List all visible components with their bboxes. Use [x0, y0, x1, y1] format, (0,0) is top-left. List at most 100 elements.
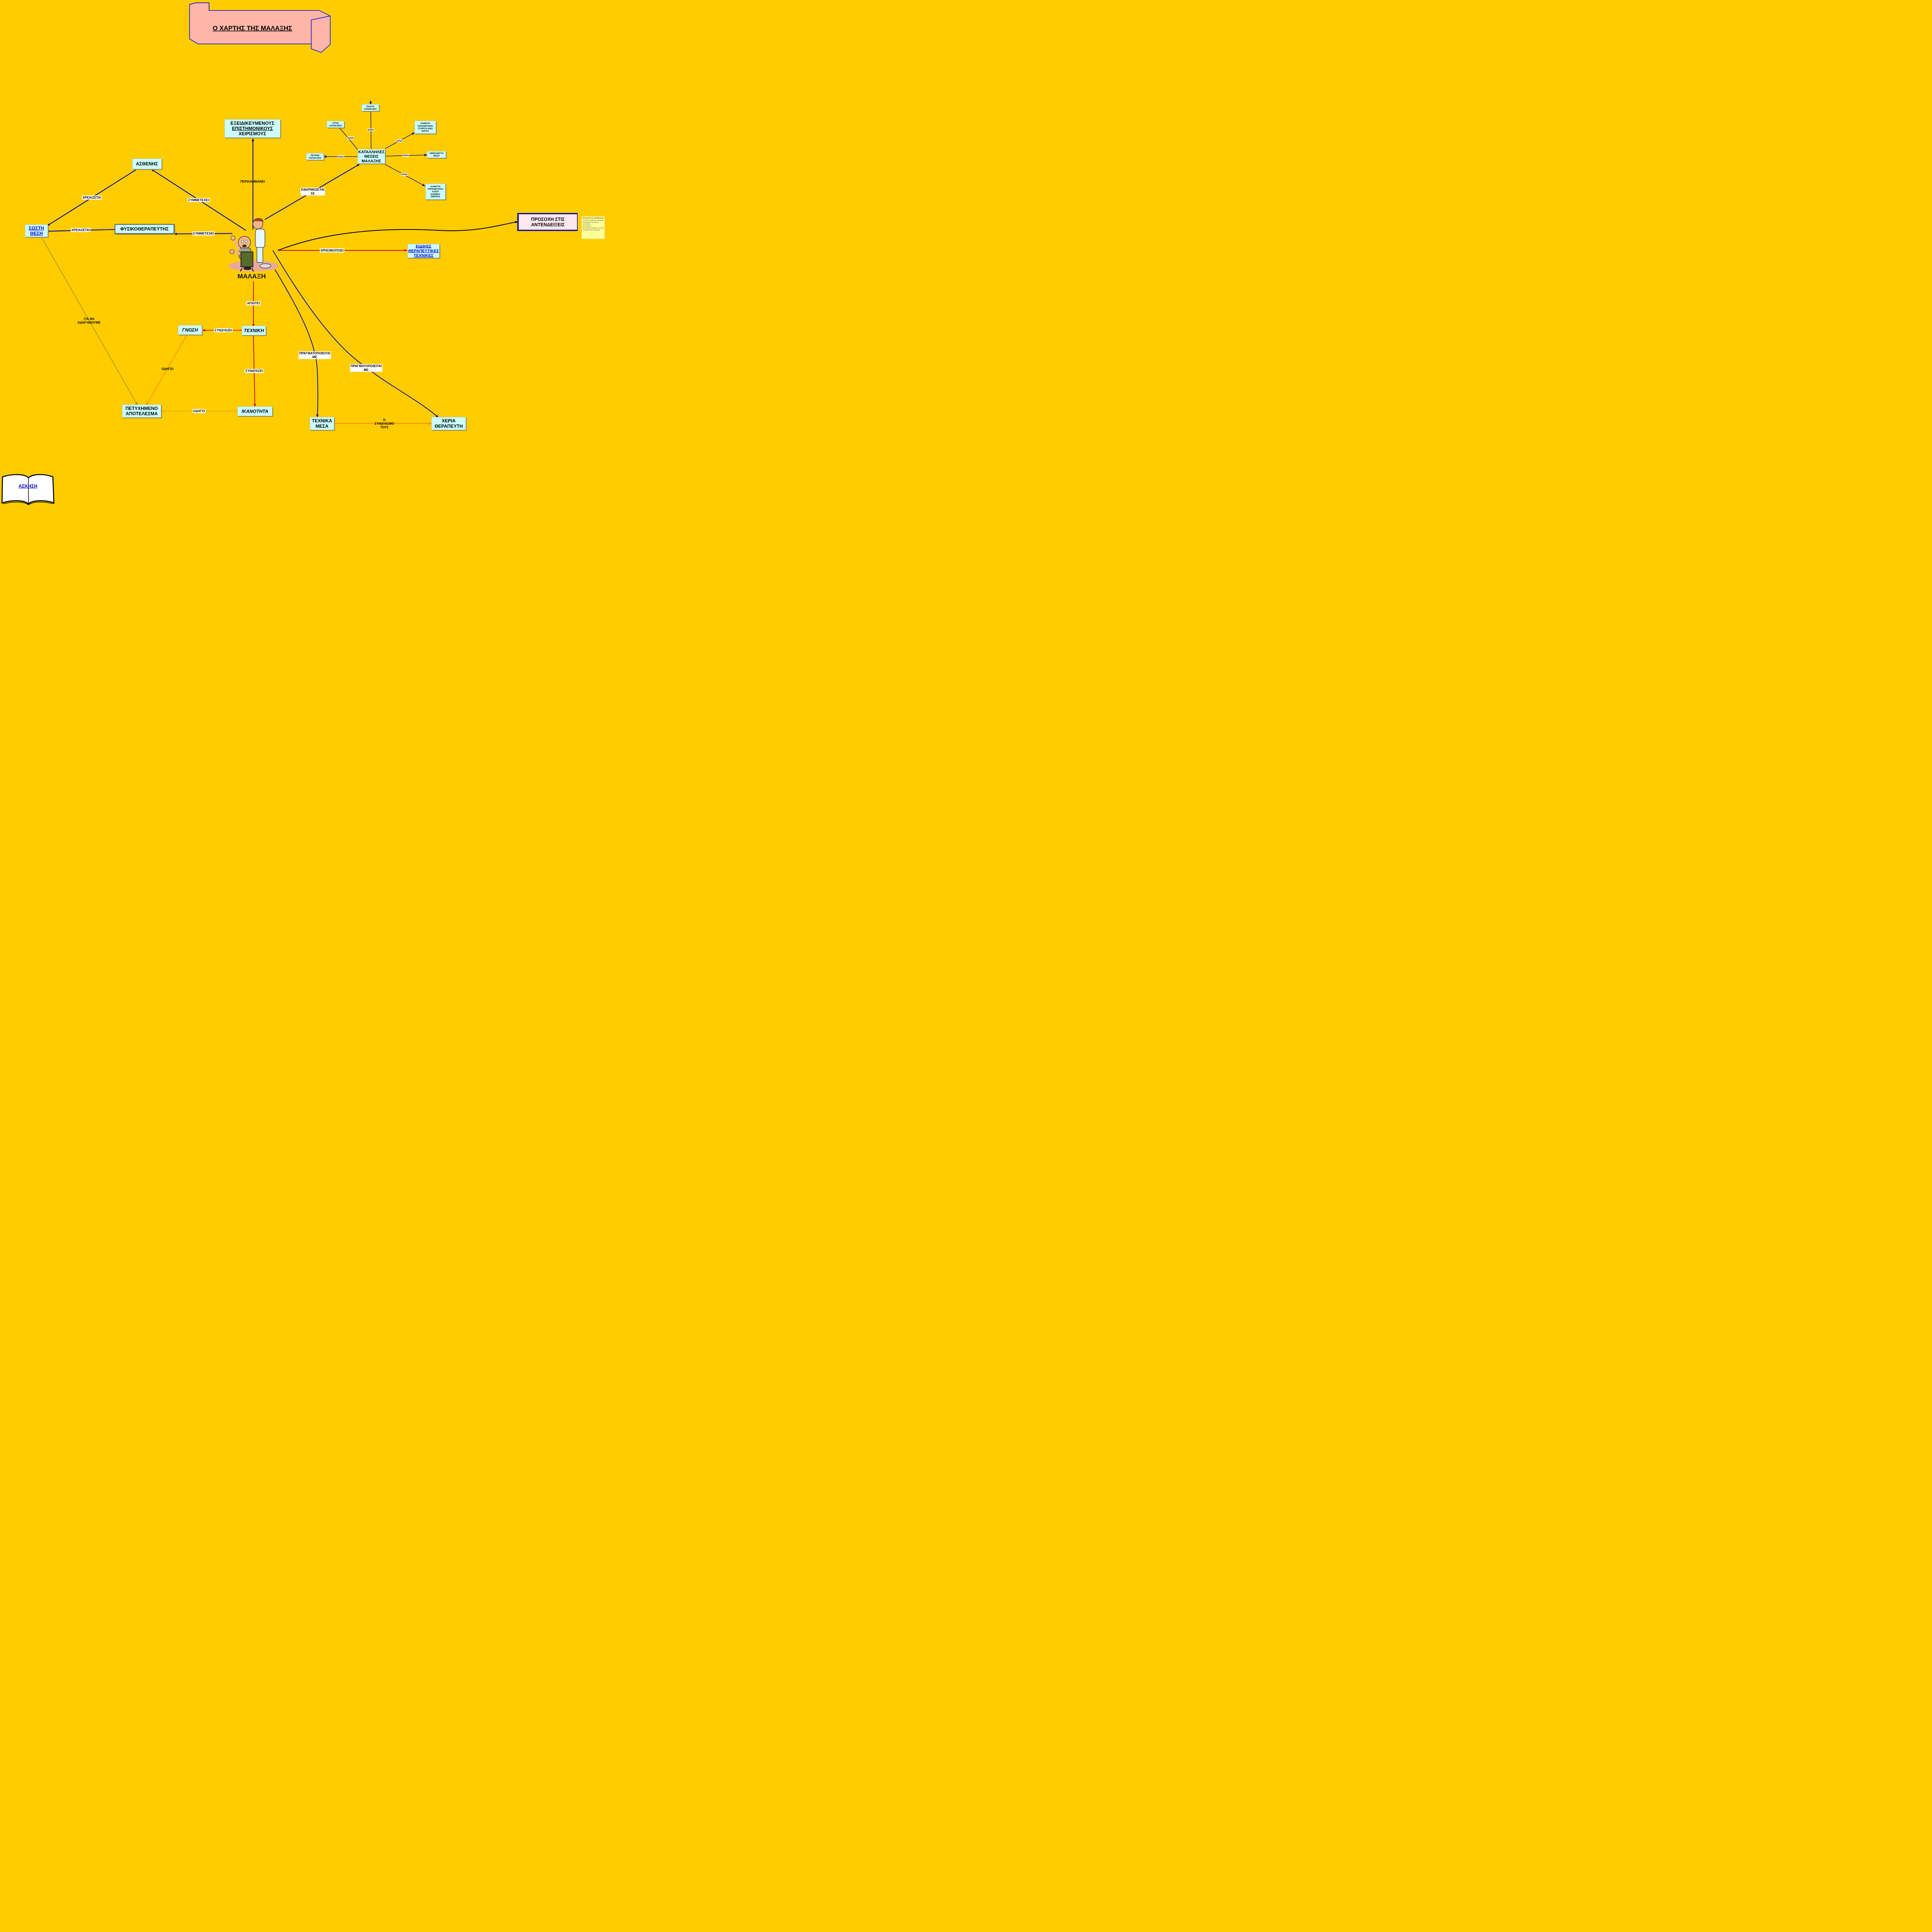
- node-label: ΧΕΙΡΙΣΜΟΥΣ: [238, 131, 266, 136]
- node-label-link[interactable]: ΕΠΙΣΤΗΜΟΝΙΚΟΥΣ: [232, 126, 273, 131]
- node-sosti-thesi[interactable]: ΣΩΣΤΗ ΘΕΣΗ: [25, 224, 48, 237]
- node-label: ΑΣΘΕΝΗΣ: [136, 161, 158, 167]
- link-label-line: ΕΦΑΡΜΟΖΕΤΑΙ: [301, 188, 325, 192]
- note-heading: ΠΡΟΣΟΧΗ ΣΤΙΣ ΑΝΤΕΝΔΕΙΞΕΙΣ: [582, 217, 604, 219]
- node-kathisti-ano-akrou: ΚΑΘΙΣΤΗ ΤΟΠΟΘΕΤΗΣΗ: ΣΤΗΡΙΞΗ ΑΝΩ ΑΚΡΟΥ: [414, 121, 436, 134]
- node-label: ΚΑΤΑΚΛΙΣΗ: [329, 124, 342, 127]
- concept-map: Ο ΧΑΡΤΗΣ ΤΗΣ ΜΑΛΑΞΗΣ ΑΣΘΕΝΗΣ ΕΞΕΙΔΙΚΕΥΜΕ…: [0, 0, 606, 505]
- node-imikathisti: ΗΜΙΚΑΘΙΣΤΗ ΘΕΣΗ: [427, 151, 446, 158]
- link-label-line: ΠΡΑΓΜΑΤΟΠΟΙΕΙΤΑΙ: [350, 364, 382, 368]
- antendeixeis-note[interactable]: ΠΡΟΣΟΧΗ ΣΤΙΣ ΑΝΤΕΝΔΕΙΞΕΙΣ 1) Ανοικτά τρα…: [582, 216, 605, 239]
- link-label-xrisimopoiei: ΧΡΗΣΙΜΟΠΟΙΕΙ: [320, 248, 344, 253]
- node-label: ΠΡΟΣΟΧΗ ΣΤΙΣ: [531, 216, 565, 222]
- node-label: ΑΝΤΕΝΔΕΙΞΕΙΣ: [531, 222, 565, 227]
- node-ikanotita: ΙΚΑΝΟΤΗΤΑ: [237, 406, 272, 416]
- exercise-link[interactable]: ΑΣΚΗΣΗ: [19, 483, 37, 489]
- node-label: ΚΑΤΑΚΛΙΣΗ: [309, 156, 321, 159]
- link-label-perilamvanei: ΠΕΡΙΛΑΜΒΑΝΕΙ: [240, 180, 265, 184]
- link-label-line: ΓΙΑ ΝΑ: [83, 317, 95, 321]
- link-label-apaitei: ΑΠΑΙΤΕΙ: [247, 301, 261, 306]
- node-eidikes[interactable]: ΕΙΔΙΚΕΣ ΘΕΡΑΠΕΥΤΙΚΕΣ ΤΕΧΝΙΚΕΣ: [407, 244, 440, 258]
- node-fysikotherapeutis: ΦΥΣΙΚΟΘΕΡΑΠΕΥΤΗΣ: [114, 224, 175, 234]
- link-label-line: Η: [383, 418, 386, 422]
- link-label-pragmatopoieitai: ΠΡΑΓΜΑΤΟΠΟΙΕΙΤΑΙ ΜΕ: [350, 364, 383, 372]
- node-label: ΓΝΩΣΗ: [182, 327, 198, 333]
- note-line: 3) Φλεβίτιδα: [582, 223, 591, 225]
- node-prinis: ΠΡΥΝΗΣ ΚΑΤΑΚΛΙΣΗ: [306, 153, 324, 160]
- link-label-einai: ΕΙΝΑΙ: [347, 136, 354, 139]
- node-label: ΤΟΠΟΘΕΤΗΣΗ:: [417, 124, 434, 128]
- link-label-line: ΠΡΑΓΜΑΤΟΠΟΙΕΙΤΑΙ: [299, 351, 330, 355]
- node-texnika-mesa: ΤΕΧΝΙΚΑ ΜΕΣΑ: [310, 417, 334, 430]
- link-label-line: ΟΔΗΓΗΘΟΥΜΕ: [77, 321, 101, 325]
- node-link[interactable]: ΘΕΣΗ: [30, 231, 43, 236]
- node-label: ΧΕΡΙΑ: [442, 418, 456, 423]
- link-label-einai: ΕΙΝΑΙ: [396, 139, 403, 143]
- node-plagia: ΠΛΑΓΙΑ ΚΑΤΑΚΛΙΣΗ: [361, 104, 379, 111]
- note-line: 6) Αιματολογικά νοσήματα: [582, 229, 600, 231]
- node-link[interactable]: ΣΩΣΤΗ: [29, 225, 44, 231]
- node-yptia: ΥΠΤΙΑ ΚΑΤΑΚΛΙΣΗ: [327, 121, 344, 128]
- node-label: ΜΕΣΑ: [315, 423, 329, 429]
- node-exeidikeumenous: ΕΞΕΙΔΙΚΕΥΜΕΝΟΥΣ ΕΠΙΣΤΗΜΟΝΙΚΟΥΣ ΧΕΙΡΙΣΜΟΥ…: [224, 119, 281, 138]
- node-label: ΠΡΥΝΗΣ: [310, 154, 320, 157]
- node-label: ΦΥΣΙΚΟΘΕΡΑΠΕΥΤΗΣ: [120, 226, 169, 232]
- node-link[interactable]: ΘΕΡΑΠΕΥΤΙΚΕΣ: [408, 248, 439, 253]
- node-label: ΤΕΧΝΙΚΑ: [312, 418, 332, 423]
- link-label-odigei: ΟΔΗΓΕΙ: [161, 367, 173, 371]
- node-label: ΜΑΛΑΞΗΣ: [361, 158, 381, 163]
- note-line: 4) Φλεγμονές: [582, 225, 592, 227]
- book-icon[interactable]: [1, 474, 54, 505]
- node-label: ΤΕΧΝΙΚΗ: [244, 328, 264, 333]
- note-line: 5) Λοιμώδη νοσήματα π.χ. ιλαρά: [582, 227, 604, 229]
- node-label: ΚΑΤΑΛΛΗΛΕΣ: [358, 150, 385, 154]
- node-label: ΠΕΤΥΧΗΜΕΝΟ: [125, 406, 158, 411]
- node-label: ΙΚΑΝΟΤΗΤΑ: [242, 408, 269, 414]
- node-label: ΕΜΠΡΟΣ: [430, 195, 440, 198]
- link-label-line: ΤΟΥΣ: [380, 425, 389, 429]
- link-label-xreiazetai: ΧΡΕΙΑΖΕΤΑΙ: [71, 228, 91, 232]
- node-label: ΑΠΟΤΕΛΕΣΜΑ: [126, 411, 158, 417]
- node-label: ΕΞΕΙΔΙΚΕΥΜΕΝΟΥΣ: [230, 120, 274, 126]
- link-label-einai: ΕΙΝΑΙ: [367, 128, 374, 131]
- node-label: ΠΛΑΓΙΑ: [366, 105, 375, 108]
- link-label-xreiazetai: ΧΡΕΙΑΖΕΤΑΙ: [82, 195, 102, 200]
- node-label: ΚΛΙΣΗ: [432, 190, 439, 193]
- node-petyximeno: ΠΕΤΥΧΗΜΕΝΟ ΑΠΟΤΕΛΕΣΜΑ: [122, 405, 161, 418]
- link-label-einai: ΕΙΝΑΙ: [402, 154, 409, 157]
- node-label: ΚΑΤΑΚΛΙΣΗ: [364, 107, 377, 111]
- connector-layer: [1, 2, 519, 505]
- link-label-line: ΜΕ: [312, 355, 317, 359]
- node-label: ΑΚΡΟΥ: [421, 129, 429, 133]
- map-title: Ο ΧΑΡΤΗΣ ΤΗΣ ΜΑΛΑΞΗΣ: [213, 24, 293, 32]
- node-xeria-therapeuti: ΧΕΡΙΑ ΘΕΡΑΠΕΥΤΗ: [431, 417, 466, 430]
- link-label-einai: ΕΙΝΑΙ: [401, 173, 408, 176]
- center-node-malaxi: ΜΑΛΑΞΗ: [237, 272, 266, 280]
- node-link[interactable]: ΤΕΧΝΙΚΕΣ: [413, 253, 434, 258]
- node-link[interactable]: ΕΙΔΙΚΕΣ: [415, 244, 432, 249]
- note-line: 2) Δερματικές μολύνσεις: [582, 221, 599, 223]
- massage-illustration-icon: [228, 218, 279, 272]
- link-label-gia-na: ΓΙΑ ΝΑ ΟΔΗΓΗΘΟΥΜΕ: [77, 317, 101, 325]
- node-label: ΘΕΣΗ: [433, 154, 440, 157]
- node-label: ΗΜΙΚΑΘΙΣΤΗ: [429, 152, 444, 155]
- node-label: ΘΕΣΕΙΣ: [364, 154, 379, 159]
- link-label-pragmatopoieitai: ΠΡΑΓΜΑΤΟΠΟΙΕΙΤΑΙ ΜΕ: [298, 351, 331, 359]
- link-label-syndyasmo: Η ΣΥΝΔΥΑΣΜΟ ΤΟΥΣ: [374, 418, 395, 429]
- node-kathisti-klisi: ΚΑΘΙΣΤΗ ΤΟΠΟΘΕΤΗΣΗ: ΚΛΙΣΗ ΚΟΡΜΟΥ ΕΜΠΡΟΣ: [425, 184, 446, 200]
- link-label-syndyazei: ΣΥΝΔΥΑΖΕΙ: [214, 328, 233, 332]
- node-label: ΥΠΤΙΑ: [332, 122, 339, 124]
- note-line: 1) Ανοικτά τραύματα, εγκαύματα: [582, 219, 604, 221]
- link-label-syndyazei: ΣΥΝΔΥΑΖΕΙ: [245, 369, 264, 373]
- node-katalliles-theseis: ΚΑΤΑΛΛΗΛΕΣ ΘΕΣΕΙΣ ΜΑΛΑΞΗΣ: [357, 149, 385, 164]
- link-label-efarmozetai: ΕΦΑΡΜΟΖΕΤΑΙ ΣΕ: [300, 187, 325, 196]
- node-texniki: ΤΕΧΝΙΚΗ: [242, 326, 266, 335]
- node-prosoxi: ΠΡΟΣΟΧΗ ΣΤΙΣ ΑΝΤΕΝΔΕΙΞΕΙΣ: [517, 213, 578, 231]
- link-label-line: ΣΥΝΔΥΑΣΜΟ: [374, 422, 395, 425]
- node-label: ΘΕΡΑΠΕΥΤΗ: [434, 423, 463, 429]
- link-label-einai: ΕΙΝΑΙ: [337, 155, 344, 158]
- node-label: ΚΑΘΙΣΤΗ: [430, 185, 440, 188]
- node-label: ΤΟΠΟΘΕΤΗΣΗ:: [427, 187, 444, 190]
- node-label: ΚΑΘΙΣΤΗ: [420, 122, 430, 125]
- link-label-symmetexei: ΣΥΜΜΕΤΕΧΕΙ: [187, 198, 210, 202]
